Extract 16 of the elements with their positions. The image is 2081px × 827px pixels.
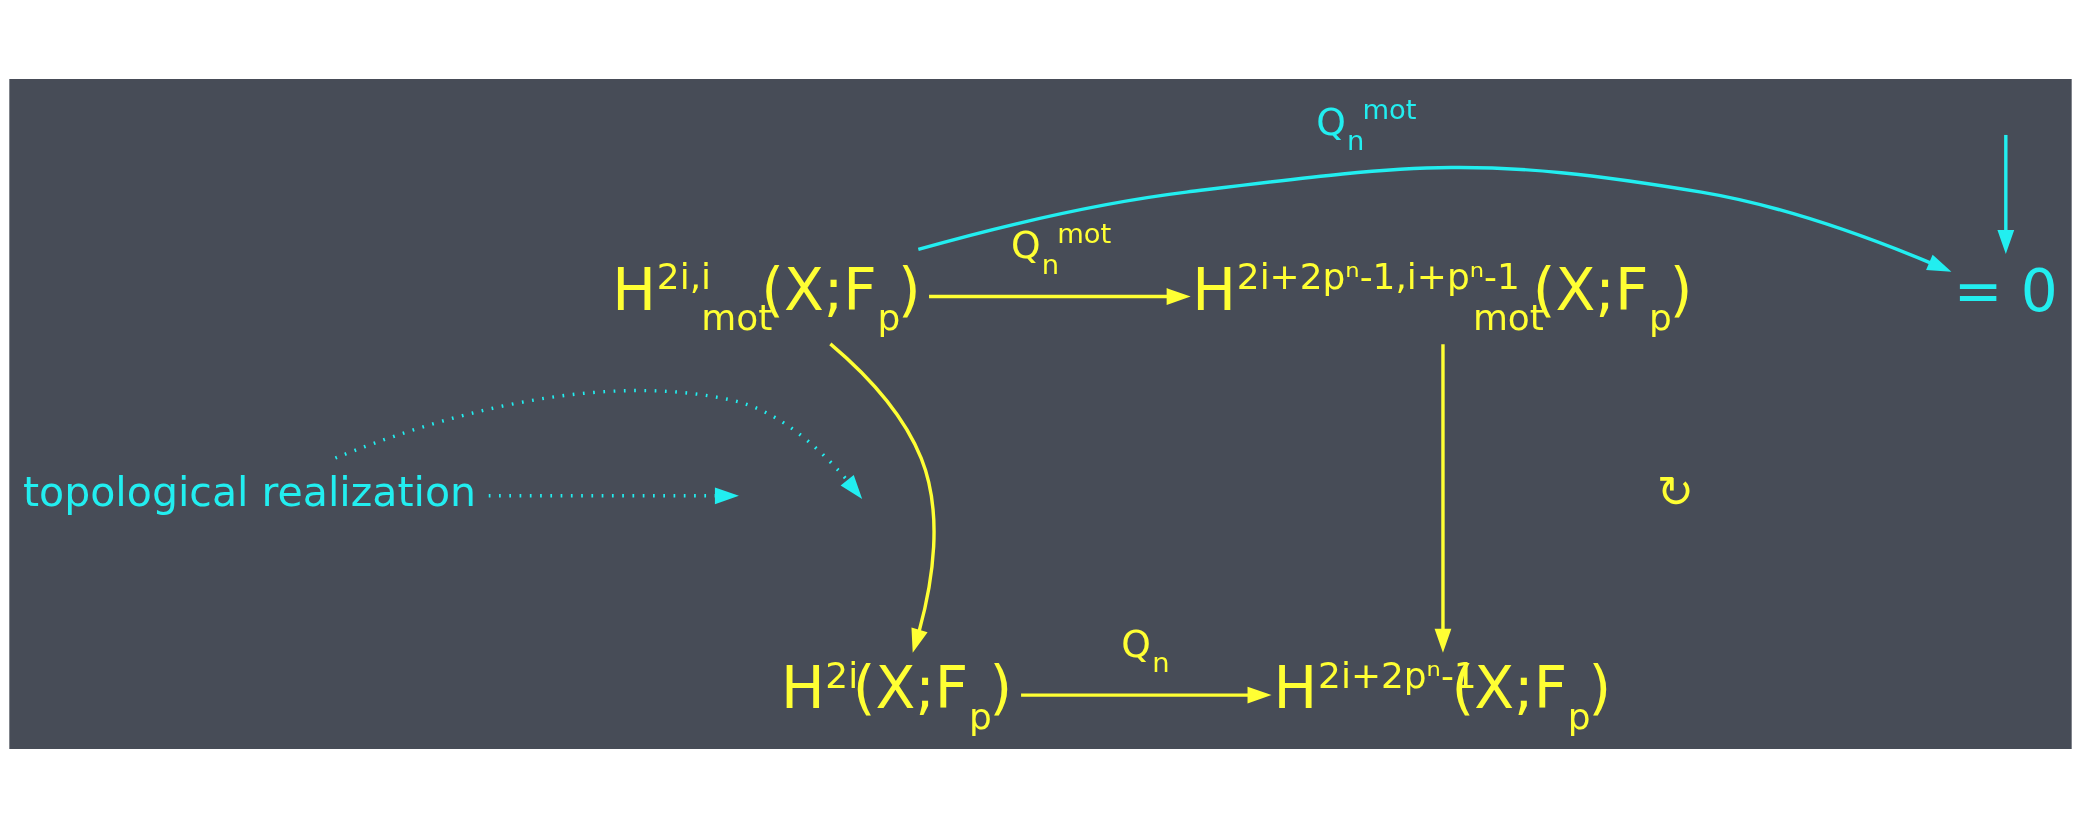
arrow (1434, 343, 1452, 653)
arrow (488, 486, 739, 504)
arrow (917, 165, 1952, 272)
arrow (1997, 134, 2015, 254)
node-text: H$^{2i}$(X;F$_{p}$) (780, 653, 1013, 737)
arrow (334, 388, 863, 499)
node-text: topological realization (23, 467, 477, 516)
arrow (1021, 686, 1272, 703)
arrow (829, 342, 936, 653)
arrow (929, 287, 1191, 305)
node-text: H$^{2i+2pⁿ-1,i+pⁿ-1}$$_{mot}$(X;F$_{p}$) (1192, 255, 1693, 338)
node-text: H$^{2i+2pⁿ-1}$(X;F$_{p}$) (1273, 653, 1612, 737)
edge-label: Q$_{n}$ (1121, 621, 1170, 678)
label: ↻ (1656, 465, 1695, 517)
node-text: = 0 (1953, 256, 2058, 325)
node-text: H$^{2i,i}$$_{mot}$(X;F$_{p}$) (612, 255, 921, 338)
